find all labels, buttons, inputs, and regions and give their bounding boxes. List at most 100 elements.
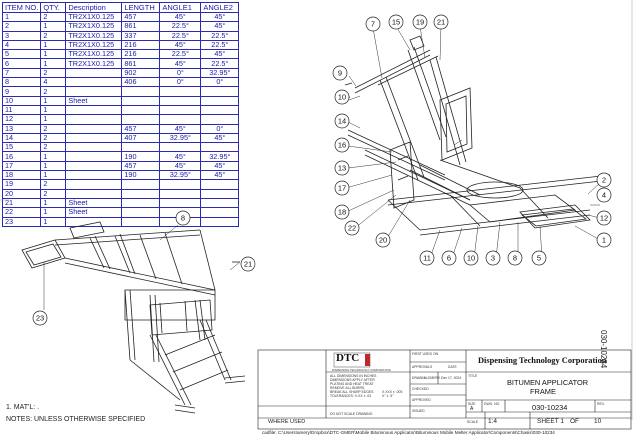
sheet-of: OF	[570, 418, 580, 425]
balloon-number: 1	[602, 236, 606, 245]
balloon-21: 21	[240, 256, 256, 272]
issued-label: ISSUED	[412, 409, 425, 413]
bom-cell	[200, 216, 240, 227]
balloon-number: 12	[600, 214, 608, 223]
balloon-number: 13	[338, 164, 346, 173]
balloon-22: 22	[344, 220, 360, 236]
bom-cell: 23	[1, 216, 42, 227]
balloon-circle	[240, 256, 256, 272]
balloon-15: 15	[388, 14, 404, 30]
tolerance-line: BREAK ALL SHARP EDGES	[330, 390, 374, 394]
balloon-number: 8	[513, 254, 517, 263]
approved-label: APPROVED	[412, 398, 431, 402]
balloon-circle	[485, 250, 501, 266]
balloon-circle	[332, 65, 348, 81]
balloon-layer: 1234567891011121314151617181920212223108…	[32, 14, 612, 326]
balloon-6: 6	[441, 250, 457, 266]
first-used-on-label: FIRST USED ON	[412, 352, 439, 356]
balloon-number: 8	[181, 214, 185, 223]
balloon-number: 21	[437, 18, 445, 27]
balloon-1: 1	[596, 232, 612, 248]
left-isometric-view	[21, 221, 246, 414]
bill-of-materials-table: ITEM NO. QTY. Description LENGTH ANGLE1 …	[1, 2, 240, 227]
balloon-4: 4	[596, 187, 612, 203]
sheet-total: 10	[594, 418, 602, 425]
do-not-scale-label: DO NOT SCALE DRAWING	[330, 412, 373, 416]
balloon-circle	[596, 232, 612, 248]
checked-label: CHECKED	[412, 387, 429, 391]
balloon-circle	[463, 250, 479, 266]
balloon-number: 7	[371, 20, 375, 29]
balloon-10: 10	[463, 250, 479, 266]
drawn-by: ALEMERY	[424, 376, 441, 380]
balloon-20: 20	[375, 232, 391, 248]
tolerance-line: REMOVE ALL BURRS,	[330, 386, 366, 390]
balloon-10: 10	[334, 89, 350, 105]
right-isometric-view	[341, 35, 611, 236]
title-block	[257, 349, 632, 430]
side-drawing-number: 030-10234	[599, 330, 608, 369]
balloon-circle	[388, 14, 404, 30]
balloon-number: 2	[602, 176, 606, 185]
tolerance-line: PLATING AND HEAT TREAT	[330, 382, 374, 386]
bom-header-row: ITEM NO. QTY. Description LENGTH ANGLE1 …	[1, 2, 240, 13]
logo-subtitle: DISPENSING TECHNOLOGY CORPORATION	[332, 368, 391, 372]
balloon-2: 2	[596, 172, 612, 188]
drawn-label: DRAWN	[412, 376, 425, 380]
balloon-circle	[334, 113, 350, 129]
scale-label: SCALE	[467, 420, 479, 424]
tolerance-line: TOLERANCES: X.XX ± .03	[330, 394, 371, 398]
balloon-number: 17	[338, 184, 346, 193]
balloon-circle	[441, 250, 457, 266]
balloon-circle	[32, 310, 48, 326]
balloon-circle	[507, 250, 523, 266]
balloon-8: 8	[175, 210, 191, 226]
balloon-7: 7	[365, 16, 381, 32]
balloon-14: 14	[334, 113, 350, 129]
balloon-circle	[531, 250, 547, 266]
balloon-number: 5	[537, 254, 541, 263]
balloon-number: 10	[338, 93, 346, 102]
scale-value: 1:4	[488, 418, 498, 425]
balloon-number: 20	[379, 236, 387, 245]
balloon-number: 19	[416, 18, 424, 27]
balloon-circle	[365, 16, 381, 32]
size-value: A	[470, 406, 474, 412]
tolerance-line: X° ± .5°	[382, 394, 394, 398]
date-label: DATE	[448, 365, 457, 369]
balloon-number: 4	[602, 191, 606, 200]
balloon-8: 8	[507, 250, 523, 266]
balloon-16: 16	[334, 137, 350, 153]
balloon-number: 6	[447, 254, 451, 263]
balloon-number: 10	[467, 254, 475, 263]
balloon-21: 21	[433, 14, 449, 30]
balloon-circle	[596, 187, 612, 203]
rev-label: REV.	[597, 402, 605, 406]
balloon-9: 9	[332, 65, 348, 81]
balloon-circle	[334, 160, 350, 176]
balloon-circle	[419, 250, 435, 266]
balloon-circle	[175, 210, 191, 226]
balloon-number: 22	[348, 224, 356, 233]
dwg-no-label: DWG. NO.	[484, 402, 501, 406]
balloon-number: 15	[392, 18, 400, 27]
balloon-13: 13	[334, 160, 350, 176]
balloon-5: 5	[531, 250, 547, 266]
dtc-logo	[333, 352, 371, 368]
balloon-11: 11	[419, 250, 435, 266]
drawing-title-line1: BITUMEN APPLICATOR	[507, 378, 589, 387]
title-label: TITLE	[468, 374, 478, 378]
tolerance-line: DIMENSIONS APPLY AFTER	[330, 378, 375, 382]
tolerance-line: ALL DIMENSIONS IN INCHES	[330, 374, 377, 378]
balloon-12: 12	[596, 210, 612, 226]
dwg-number: 030-10234	[532, 403, 568, 412]
drawn-date: Dec 17, 2024	[441, 376, 462, 380]
balloon-number: 21	[244, 260, 252, 269]
balloon-17: 17	[334, 180, 350, 196]
